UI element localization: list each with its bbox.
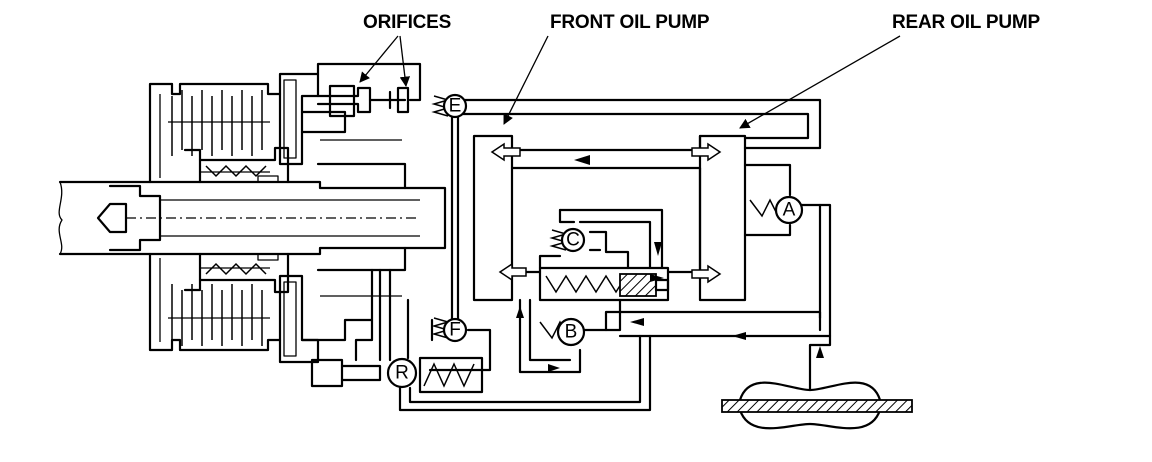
valve-a-circuit: [743, 163, 832, 392]
valve-a-label: A: [783, 200, 796, 221]
pump-cross-flow: [490, 142, 722, 165]
valve-c-ball: [560, 227, 586, 253]
valve-e-label: E: [449, 96, 462, 117]
return-flow-arrow-1: [630, 318, 644, 326]
leader-lines: [359, 35, 901, 129]
valve-r-circuit: [310, 268, 484, 394]
front-pump-outlet-arrow: [490, 142, 521, 162]
orifices-label: ORIFICES: [363, 12, 451, 33]
spool-flow-arrow: [650, 274, 664, 282]
valve-r-label: R: [395, 363, 409, 384]
rear-oil-pump-leader: [739, 35, 901, 129]
valve-f-ball: [442, 317, 468, 343]
return-flow-arrow-up: [816, 346, 824, 358]
valve-e-ball: [442, 93, 468, 119]
orifices-leader-left: [359, 35, 399, 83]
lower-circuit: [398, 298, 832, 412]
front-pump-inlet-arrow: [498, 262, 527, 282]
oil-strainer: [721, 381, 913, 430]
valve-f-label: F: [449, 320, 461, 341]
lower-flow-arrow-bottom: [548, 364, 560, 372]
valve-r-ball: [386, 357, 418, 389]
valve-a-ball: [774, 195, 804, 225]
clutch-assembly: [148, 82, 290, 352]
orifices-leader-right: [399, 35, 411, 88]
valve-c-flow-arrow: [654, 242, 662, 256]
piston-housing: [278, 62, 422, 364]
rear-pump-inlet-arrow: [691, 142, 722, 162]
valve-c-block: [538, 208, 664, 270]
regulator-valve: [498, 262, 722, 302]
valve-f-spring: [431, 317, 451, 339]
valve-f-circuit: [428, 318, 492, 372]
input-shaft: [58, 180, 447, 256]
lower-flow-arrow-left: [516, 306, 524, 318]
flow-arrow-left: [574, 155, 590, 165]
rear-oil-pump-label: REAR OIL PUMP: [892, 12, 1041, 33]
valve-b-label: B: [565, 322, 578, 343]
top-circuit: [450, 98, 822, 332]
front-oil-pump: [472, 134, 702, 302]
valve-b-ball: [556, 317, 586, 347]
return-flow-arrow-2: [732, 332, 746, 340]
front-oil-pump-leader: [503, 35, 549, 125]
front-oil-pump-label: FRONT OIL PUMP: [550, 12, 710, 33]
rear-pump-outlet-arrow: [691, 264, 722, 284]
valve-c-label: C: [566, 230, 580, 251]
